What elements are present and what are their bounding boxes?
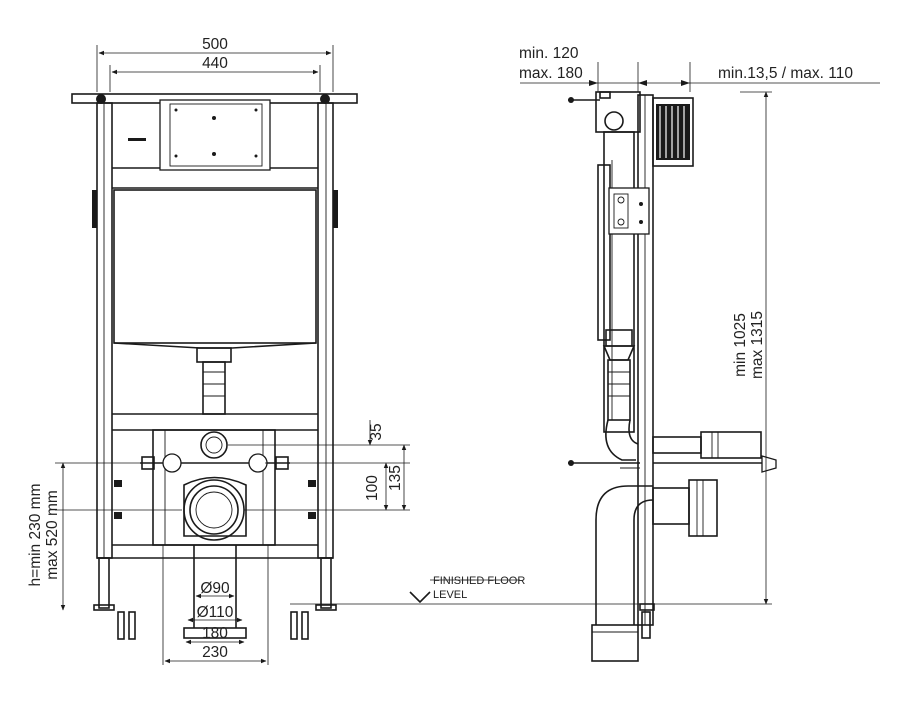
dim-dia-90: Ø90	[200, 580, 230, 597]
dim-35: 35	[368, 423, 385, 440]
stud-right	[248, 453, 268, 473]
stud-sleeve	[700, 431, 762, 459]
dim-plate-range: min.13,5 / max. 110	[718, 65, 853, 82]
dim-100: 100	[364, 475, 381, 501]
frame-upright-left	[96, 102, 113, 559]
dim-dia-110: Ø110	[197, 604, 234, 621]
flush-plate-side	[652, 97, 694, 167]
dim-135: 135	[387, 465, 404, 491]
side-frame-post	[637, 94, 654, 626]
dim-height-max: max 520 mm	[44, 490, 61, 580]
dim-total-min: min 1025	[732, 313, 749, 377]
dim-height-min: h=min 230 mm	[27, 484, 44, 587]
frame-upright-right	[317, 102, 334, 559]
side-waste-pipe	[595, 485, 653, 625]
flush-plate-panel	[159, 99, 271, 171]
foot-right	[315, 604, 337, 611]
dim-depth-max: max. 180	[519, 65, 583, 82]
dim-depth-min: min. 120	[519, 45, 579, 62]
dim-width-500: 500	[202, 36, 228, 53]
flush-pipe-connector	[196, 347, 232, 363]
dim-width-180: 180	[202, 625, 228, 642]
front-view: 500 440 35 100 135 h=min 230 mm max 520 …	[27, 36, 410, 665]
floor-marker	[409, 591, 431, 604]
cistern	[113, 189, 317, 344]
mount-hole-left	[96, 94, 106, 104]
floor-label-2: LEVEL	[433, 589, 467, 601]
foot-left	[93, 604, 115, 611]
floor-label-1: FINISHED FLOOR	[433, 575, 525, 587]
side-view: min. 120 max. 180 min.13,5 / max. 110	[519, 45, 880, 662]
side-cistern	[603, 131, 635, 433]
side-bracket	[608, 187, 650, 235]
mount-hole-right	[320, 94, 330, 104]
waste-outlet	[183, 479, 245, 541]
flush-connection	[200, 431, 228, 459]
dim-width-230: 230	[202, 644, 228, 661]
waste-outlet-housing	[183, 476, 247, 537]
stud-left	[162, 453, 182, 473]
flush-pipe	[202, 361, 226, 415]
dim-width-440: 440	[202, 55, 228, 72]
dim-total-max: max 1315	[749, 311, 766, 379]
